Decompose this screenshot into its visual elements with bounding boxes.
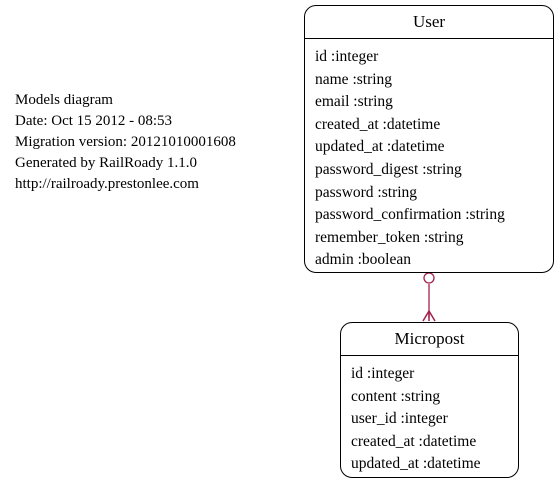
attribute-row: id :integer — [351, 365, 415, 382]
attribute-row: id :integer — [315, 48, 379, 65]
attribute-row: name :string — [315, 70, 393, 88]
attribute-row: admin :boolean — [315, 251, 411, 269]
attribute-row: password_confirmation :string — [315, 206, 505, 224]
info-title: Models diagram — [15, 92, 113, 108]
attribute-row: password :string — [315, 183, 418, 201]
attribute-row: content :string — [351, 387, 441, 405]
attribute-row: remember_token :string — [315, 228, 464, 246]
entity-micropost-title: Micropost — [341, 323, 518, 356]
entity-user[interactable]: User id :integer name :string email :str… — [304, 5, 554, 273]
attribute-row: email :string — [315, 93, 393, 111]
entity-user-title: User — [305, 6, 553, 39]
info-date: Date: Oct 15 2012 - 08:53 — [15, 113, 173, 129]
attribute-row: user_id :integer — [351, 410, 448, 428]
attribute-row: created_at :datetime — [315, 115, 441, 133]
attribute-row: created_at :datetime — [351, 432, 477, 450]
many-cardinality-marker — [422, 309, 436, 322]
entity-micropost[interactable]: Micropost id :integer content :string us… — [340, 322, 519, 478]
attribute-row: updated_at :datetime — [315, 138, 445, 156]
diagram-info: Models diagram Date: Oct 15 2012 - 08:53… — [15, 90, 236, 195]
attribute-row: updated_at :datetime — [351, 455, 481, 473]
attribute-row: password_digest :string — [315, 160, 462, 178]
info-generator: Generated by RailRoady 1.1.0 — [15, 155, 198, 171]
info-migration-version: Migration version: 20121010001608 — [15, 134, 236, 150]
zero-cardinality-marker — [423, 272, 435, 284]
entity-micropost-attributes: id :integer content :string user_id :int… — [341, 356, 518, 476]
entity-user-attributes: id :integer name :string email :string c… — [305, 39, 553, 272]
info-url: http://railroady.prestonlee.com — [15, 176, 199, 192]
